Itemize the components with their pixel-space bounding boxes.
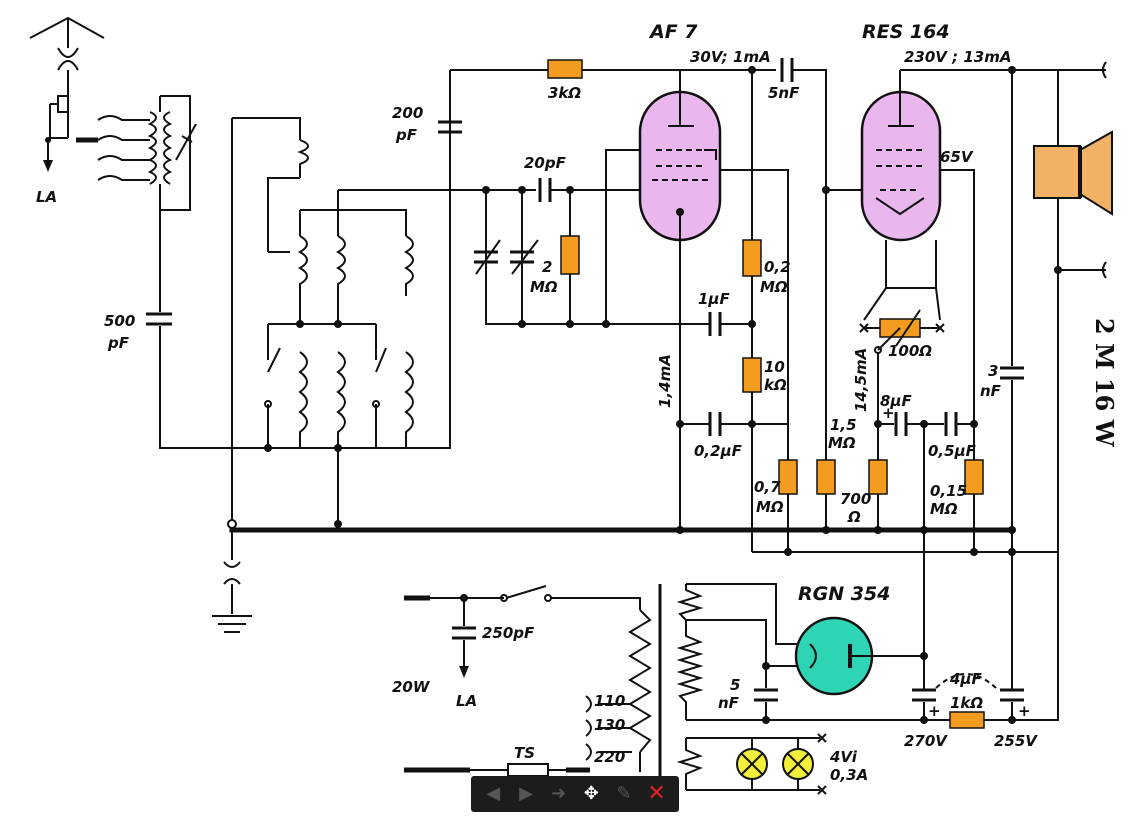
resistor-2m-value: 2 xyxy=(542,258,552,276)
resistor-0-7m-value: 0,7 xyxy=(754,478,781,496)
cap-200pf-unit: pF xyxy=(395,126,418,144)
cap-0-5uf-label: 0,5μF xyxy=(928,442,977,460)
cap-500pf-value: 500 xyxy=(104,312,135,330)
cap-4uf-plus-right: + xyxy=(1018,702,1031,720)
resistor-2m-unit: MΩ xyxy=(530,278,558,296)
tap-130-label: 130 xyxy=(594,716,625,734)
res164-screen-voltage: 65V xyxy=(940,148,974,166)
edit-icon[interactable]: ✎ xyxy=(616,783,632,804)
lamp-current-label: 0,3A xyxy=(830,766,868,784)
forward-icon[interactable]: ➜ xyxy=(551,783,567,804)
cap-4uf-plus-left: + xyxy=(928,702,941,720)
close-icon[interactable]: ✕ xyxy=(647,781,666,806)
cap-8uf-label: 8μF xyxy=(880,392,912,410)
rf-coils xyxy=(231,70,451,524)
cap-5nf-label: 5nF xyxy=(768,84,800,102)
resistor-0-2m-unit: MΩ xyxy=(760,278,788,296)
rgn354-tube-name: RGN 354 xyxy=(798,583,890,605)
back-icon[interactable]: ◀ xyxy=(486,783,501,804)
image-viewer-toolbar: ◀ ▶ ➜ ✥ ✎ ✕ xyxy=(471,776,679,812)
resistor-700-value: 700 xyxy=(840,490,871,508)
move-icon[interactable]: ✥ xyxy=(583,783,599,804)
ground-bus xyxy=(212,519,1016,633)
current-1-4ma-label: 1,4mA xyxy=(656,354,674,408)
resistor-3k-label: 3kΩ xyxy=(548,84,581,102)
voltage-255v-label: 255V xyxy=(994,732,1038,750)
cap-3nf-unit: nF xyxy=(980,382,1002,400)
resistor-700 xyxy=(868,459,888,495)
resistor-0-15m-unit: MΩ xyxy=(930,500,958,518)
resistor-1-5m xyxy=(816,459,836,495)
cap-5nf-psu-value: 5 xyxy=(730,676,740,694)
resistor-10k xyxy=(742,357,762,393)
cap-250pf-label: 250pF xyxy=(482,624,535,642)
cap-8uf-plus: + xyxy=(882,404,895,422)
resistor-1-5m-unit: MΩ xyxy=(828,434,856,452)
resistor-1k-label: 1kΩ xyxy=(950,694,983,712)
speaker-icon xyxy=(1033,145,1081,199)
cap-500pf-unit: pF xyxy=(107,334,130,352)
resistor-700-unit: Ω xyxy=(847,508,861,526)
power-rating-label: 20W xyxy=(392,678,431,696)
af7-tube-name: AF 7 xyxy=(648,21,698,43)
power-supply xyxy=(404,552,1059,795)
res164-stage xyxy=(752,61,1113,690)
res164-tube-name: RES 164 xyxy=(862,21,950,43)
cap-20pf-label: 20pF xyxy=(524,154,567,172)
resistor-10k-value: 10 xyxy=(764,358,785,376)
af7-rating: 30V; 1mA xyxy=(690,48,771,66)
resistor-1k xyxy=(949,711,985,729)
resistor-0-2m xyxy=(742,239,762,277)
cap-5nf-psu-unit: nF xyxy=(718,694,740,712)
cap-3nf-value: 3 xyxy=(988,362,998,380)
cap-4uf-label: 4μF xyxy=(949,670,982,688)
antenna-label: LA xyxy=(36,188,57,206)
resistor-100-label: 100Ω xyxy=(888,342,932,360)
cap-200pf-value: 200 xyxy=(392,104,423,122)
tap-220-label: 220 xyxy=(594,748,625,766)
resistor-0-2m-value: 0,2 xyxy=(764,258,791,276)
fuse-ts-label: TS xyxy=(514,744,535,762)
antenna-input xyxy=(29,16,232,449)
resistor-0-7m-unit: MΩ xyxy=(756,498,784,516)
tap-110-label: 110 xyxy=(594,692,625,710)
resistor-1-5m-value: 1,5 xyxy=(830,416,857,434)
antenna-label-bottom: LA xyxy=(456,692,477,710)
resistor-2m xyxy=(560,235,580,275)
voltage-270v-label: 270V xyxy=(904,732,948,750)
resistor-10k-unit: kΩ xyxy=(764,376,787,394)
current-14-5ma-label: 14,5mA xyxy=(852,348,870,412)
resistor-3k xyxy=(547,59,583,79)
lamp-voltage-label: 4Vi xyxy=(829,748,858,766)
cap-1uf-label: 1μF xyxy=(698,290,730,308)
resistor-0-15m-value: 0,15 xyxy=(930,482,967,500)
play-icon[interactable]: ▶ xyxy=(519,783,533,804)
res164-rating: 230V ; 13mA xyxy=(904,48,1011,66)
af7-stage xyxy=(438,58,880,552)
resistor-0-15m xyxy=(964,459,984,495)
model-title: 2 M 16 W xyxy=(1090,318,1119,448)
resistor-0-7m xyxy=(778,459,798,495)
cap-0-2uf-label: 0,2μF xyxy=(694,442,743,460)
